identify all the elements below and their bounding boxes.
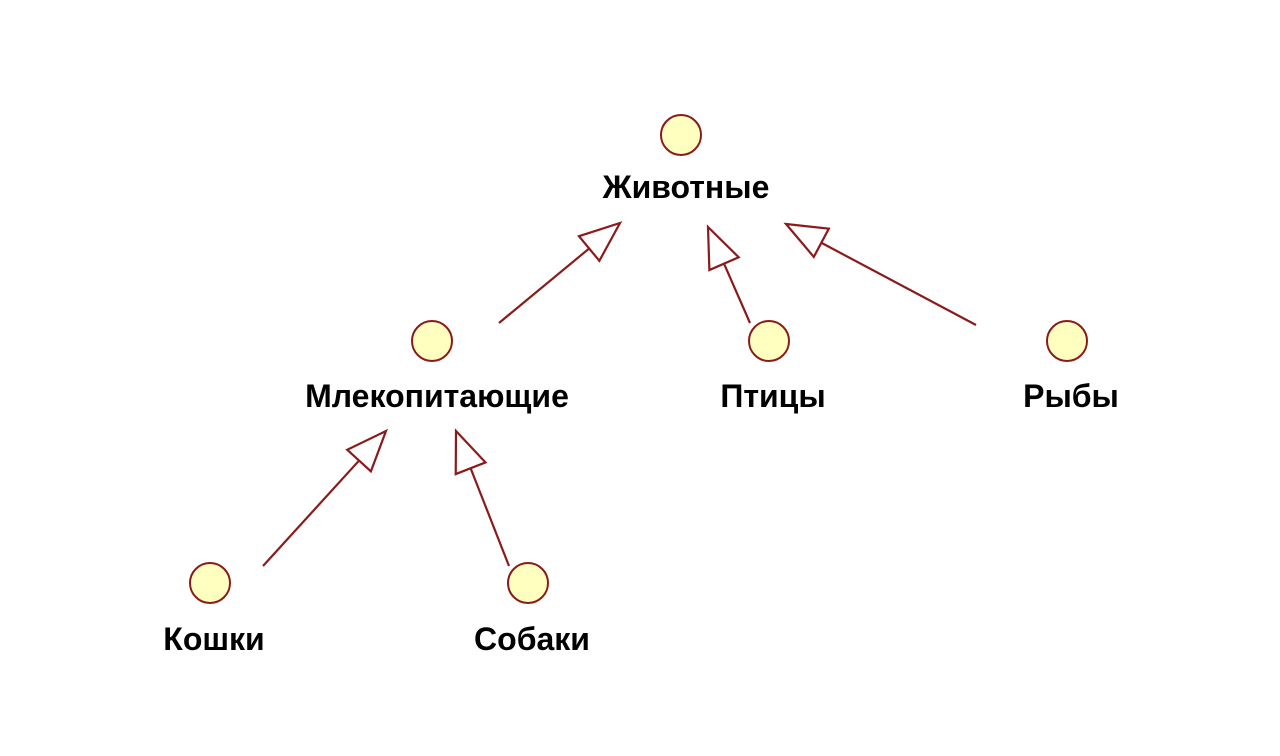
class-node-label: Собаки: [474, 621, 590, 657]
generalization-edge-mammals-to-animals: [498, 221, 623, 324]
hollow-triangle-arrowhead-icon: [706, 224, 741, 272]
class-node-birds[interactable]: Птицы: [720, 320, 826, 414]
generalization-edge-fish-to-animals: [783, 222, 977, 326]
class-node-label: Млекопитающие: [305, 378, 569, 414]
class-node-dogs[interactable]: Собаки: [474, 562, 590, 657]
class-node-fish[interactable]: Рыбы: [1023, 320, 1119, 414]
edges-layer: [262, 221, 977, 567]
class-node-label: Птицы: [720, 378, 825, 414]
class-circle-icon: [748, 320, 790, 362]
class-circle-icon: [1046, 320, 1088, 362]
edge-line: [820, 241, 977, 326]
class-node-label: Кошки: [163, 621, 264, 657]
class-node-mammals[interactable]: Млекопитающие: [305, 320, 569, 414]
class-node-cats[interactable]: Кошки: [163, 562, 265, 657]
class-node-animals[interactable]: Животные: [602, 114, 770, 205]
class-node-label: Животные: [602, 169, 770, 205]
hollow-triangle-arrowhead-icon: [454, 428, 488, 476]
generalization-edge-birds-to-animals: [706, 224, 752, 324]
class-node-label: Рыбы: [1023, 378, 1119, 414]
hollow-triangle-arrowhead-icon: [577, 221, 623, 263]
edge-line: [723, 263, 752, 324]
generalization-edge-cats-to-mammals: [262, 428, 388, 567]
hollow-triangle-arrowhead-icon: [783, 222, 831, 259]
class-circle-icon: [507, 562, 549, 604]
generalization-edge-dogs-to-mammals: [454, 428, 511, 567]
edge-line: [498, 247, 590, 324]
hollow-triangle-arrowhead-icon: [345, 428, 388, 474]
edge-line: [262, 459, 360, 567]
class-circle-icon: [189, 562, 231, 604]
class-circle-icon: [660, 114, 702, 156]
class-circle-icon: [411, 320, 453, 362]
edge-line: [469, 467, 511, 567]
